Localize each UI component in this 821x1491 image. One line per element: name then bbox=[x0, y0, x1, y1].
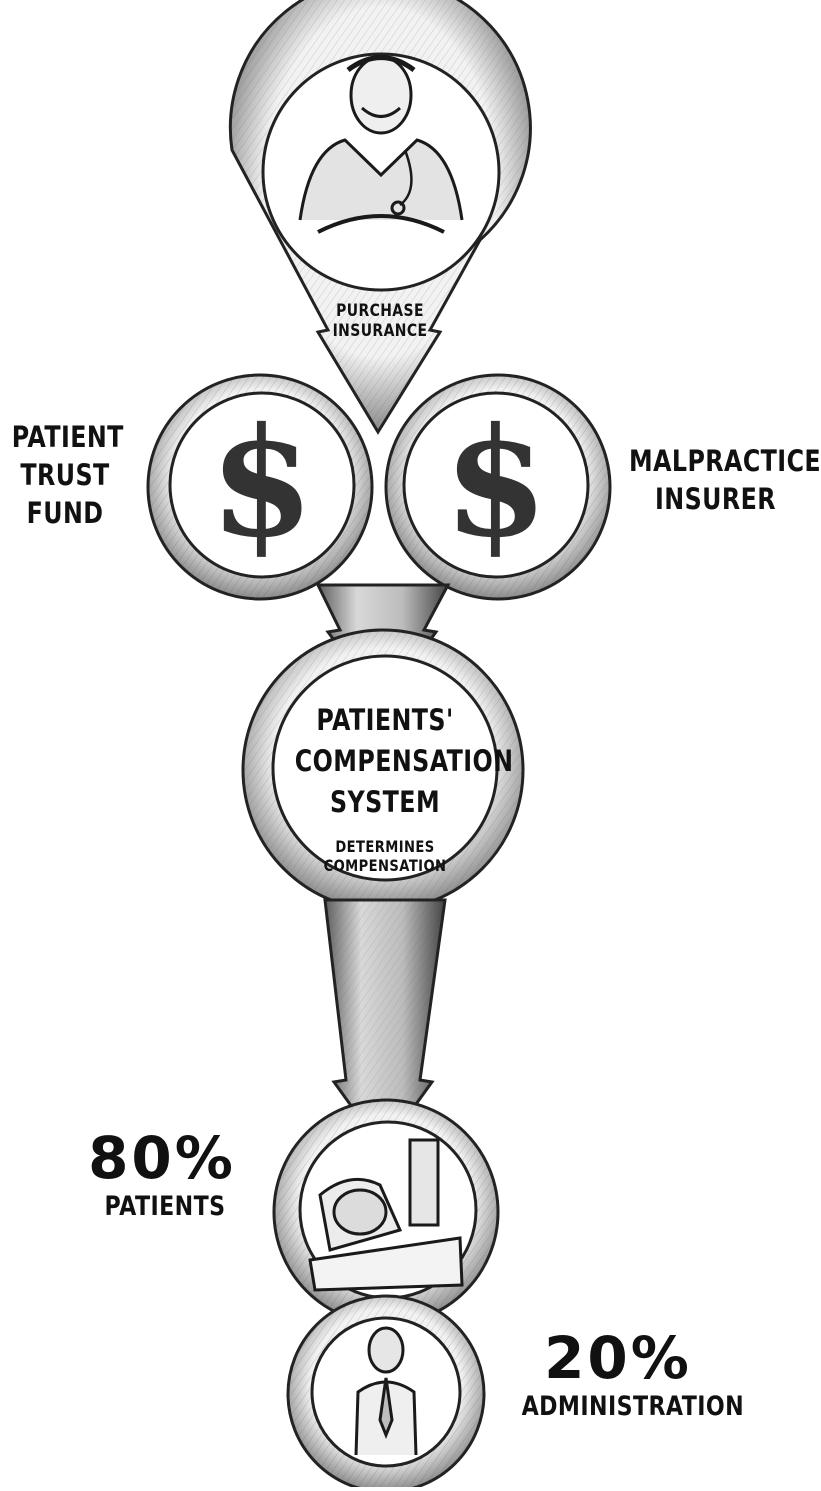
compensation-system-title: PATIENTS' COMPENSATION SYSTEM bbox=[295, 700, 475, 823]
patient-trust-fund-label: PATIENT TRUST FUND bbox=[12, 418, 119, 532]
patients-percentage: 80% bbox=[82, 1123, 242, 1193]
patients-label: PATIENTS bbox=[104, 1190, 227, 1224]
malpractice-insurer-label: MALPRACTICE INSURER bbox=[629, 442, 802, 518]
determines-compensation-label: DETERMINES COMPENSATION bbox=[315, 837, 454, 875]
purchase-insurance-label: PURCHASE INSURANCE bbox=[314, 301, 445, 341]
dollar-sign-icon: $ bbox=[404, 398, 588, 568]
dollar-sign-icon: $ bbox=[170, 398, 354, 568]
administration-label: ADMINISTRATION bbox=[522, 1390, 719, 1424]
administration-percentage: 20% bbox=[538, 1323, 698, 1393]
